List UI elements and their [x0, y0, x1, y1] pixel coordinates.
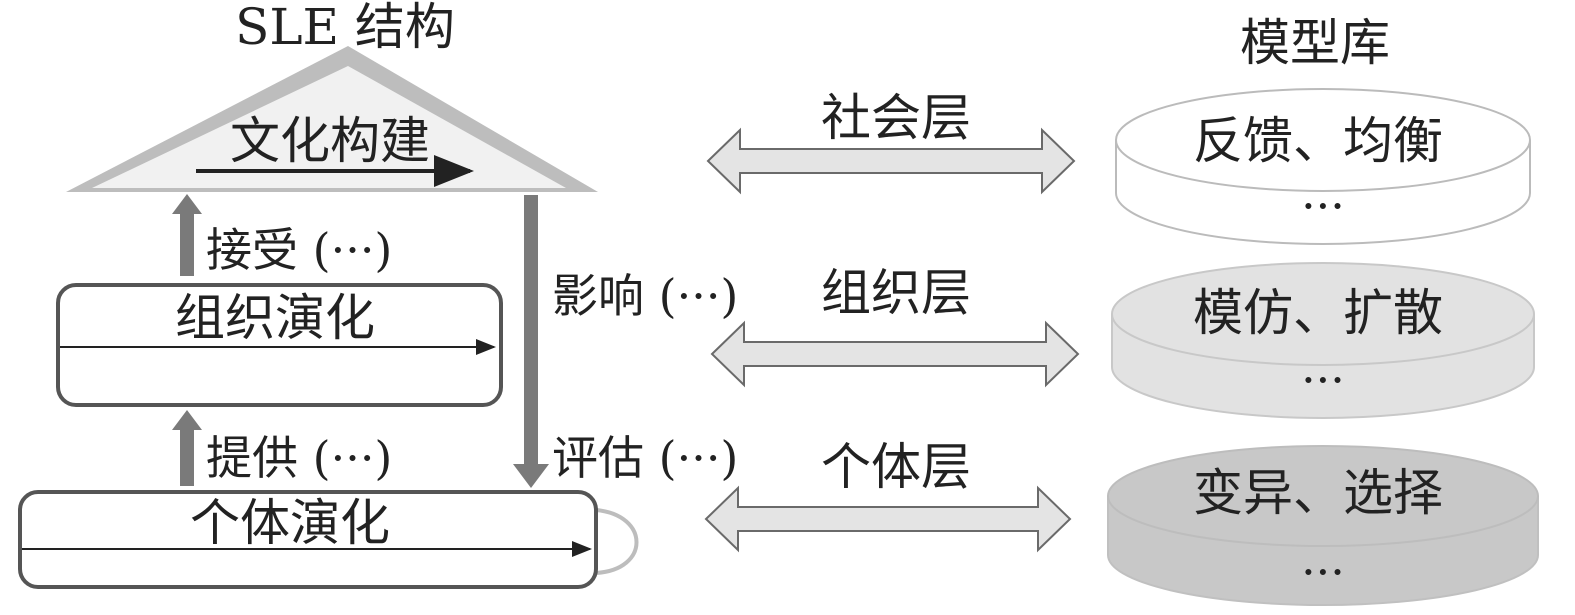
org-evolution-label: 组织演化 — [175, 289, 375, 347]
indiv-evolution-label: 个体演化 — [190, 494, 390, 552]
provide-arrow — [172, 410, 202, 486]
library-title: 模型库 — [1240, 14, 1390, 72]
model-disk-3-label: 变异、选择 — [1193, 464, 1443, 522]
org-layer-arrow — [710, 320, 1080, 388]
org-evolution-box: 组织演化 — [56, 283, 503, 407]
social-layer-arrow — [706, 127, 1076, 195]
model-disk-2: 模仿、扩散 ··· — [1111, 262, 1535, 419]
sle-title: SLE 结构 — [235, 0, 455, 56]
accept-arrow — [172, 194, 202, 276]
culture-label: 文化构建 — [230, 112, 430, 170]
model-disk-3-more: ··· — [1301, 545, 1345, 599]
org-layer-label: 组织层 — [821, 264, 971, 322]
accept-label: 接受 (···) — [206, 223, 392, 277]
indiv-layer-arrow — [704, 485, 1072, 553]
culture-roof: 文化构建 — [66, 46, 598, 192]
indiv-evolution-box: 个体演化 — [18, 490, 639, 589]
self-loop-arc — [595, 508, 639, 575]
provide-label: 提供 (···) — [206, 431, 392, 485]
model-disk-3: 变异、选择 ··· — [1107, 445, 1539, 606]
evaluate-label: 评估 (···) — [552, 431, 738, 485]
influence-label: 影响 (···) — [552, 269, 738, 323]
model-disk-2-more: ··· — [1301, 353, 1345, 407]
influence-down-arrow — [513, 195, 549, 488]
model-disk-2-label: 模仿、扩散 — [1193, 284, 1443, 342]
indiv-layer-label: 个体层 — [821, 438, 971, 496]
model-disk-1-label: 反馈、均衡 — [1193, 112, 1443, 170]
social-layer-label: 社会层 — [821, 89, 971, 147]
model-disk-1: 反馈、均衡 ··· — [1115, 88, 1531, 245]
model-disk-1-more: ··· — [1301, 179, 1345, 233]
